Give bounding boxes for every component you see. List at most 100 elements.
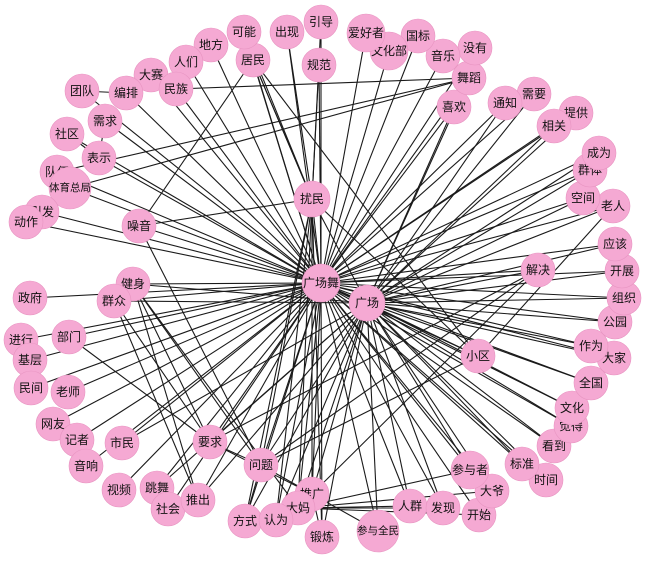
node-circle: [293, 180, 331, 218]
edge: [320, 197, 584, 284]
node-label: 喜欢: [442, 99, 466, 114]
node-label: 表示: [87, 151, 111, 165]
node-label: 引导: [309, 15, 333, 29]
edge: [318, 64, 322, 284]
node: 扰民: [293, 180, 331, 218]
edge: [138, 225, 322, 284]
edge: [286, 31, 313, 200]
node-label: 时间: [534, 473, 558, 487]
edge: [366, 302, 592, 347]
node: 广场舞: [301, 263, 341, 303]
edge: [113, 300, 199, 501]
node-circle: [520, 252, 556, 288]
node: 大赛: [133, 57, 169, 93]
node-label: 群众: [102, 294, 126, 308]
edge: [138, 198, 313, 227]
node: 群众: [96, 283, 132, 319]
node-label: 出现: [275, 25, 299, 39]
node-circle: [226, 14, 262, 50]
node: 要求: [192, 424, 228, 460]
node: 音乐: [425, 38, 461, 74]
edge: [68, 282, 322, 338]
node-label: 社区: [55, 126, 79, 141]
node-circle: [573, 365, 609, 401]
node-circle: [450, 450, 490, 490]
node: 市民: [104, 425, 140, 461]
edge: [320, 35, 419, 284]
node-label: 要求: [198, 435, 222, 449]
node-label: 视频: [107, 482, 131, 497]
edge: [320, 50, 390, 284]
node-label: 政府: [18, 290, 42, 305]
node: 需要: [516, 76, 552, 112]
node-circle: [108, 75, 144, 111]
node-label: 空间: [571, 191, 595, 205]
edge: [320, 282, 444, 509]
edge: [320, 282, 471, 471]
node-label: 基层: [18, 353, 42, 367]
edge: [125, 92, 322, 284]
node-layer: 广场舞广场扰民小区解决噪音要求问题推广大妈健身群众部门政府进行基层民间老师网友记…: [3, 4, 642, 555]
node: 开展: [604, 253, 640, 289]
edge: [260, 269, 539, 466]
node-circle: [101, 472, 137, 508]
edge: [132, 282, 322, 285]
edge: [175, 77, 470, 90]
edge: [366, 205, 614, 304]
node: 政府: [12, 280, 48, 316]
edge: [366, 93, 535, 304]
node-label: 记者: [65, 433, 89, 447]
node-label: 小区: [466, 349, 490, 363]
node: 编排: [108, 75, 144, 111]
edge: [244, 302, 368, 522]
node: 社区: [49, 116, 85, 152]
edge: [320, 125, 555, 284]
edge: [175, 88, 322, 284]
node-label: 推出: [186, 493, 210, 507]
node: 组织: [606, 280, 642, 316]
node: 引导: [303, 4, 339, 40]
node-circle: [68, 448, 104, 484]
node: 爱好者: [346, 13, 386, 53]
node: 锻炼: [304, 519, 340, 555]
node-label: 没有: [463, 40, 487, 55]
node-label: 地方: [199, 37, 223, 52]
node-circle: [8, 204, 44, 240]
node-label: 舞蹈: [457, 71, 481, 85]
node: 参与全民: [356, 509, 400, 553]
node-circle: [12, 280, 48, 316]
node-label: 人群: [398, 499, 422, 513]
node-label: 全国: [579, 375, 603, 390]
edge: [320, 205, 614, 284]
node-label: 认为: [264, 513, 288, 527]
node-circle: [13, 370, 49, 406]
edge: [311, 282, 322, 495]
node: 民间: [13, 370, 49, 406]
node-label: 参与全民: [357, 524, 399, 537]
node-label: 文化部: [371, 43, 407, 58]
node: 应该: [597, 226, 633, 262]
node-label: 相关: [542, 119, 566, 133]
node-circle: [460, 338, 496, 374]
node: 团队: [64, 73, 100, 109]
edge: [311, 198, 479, 357]
node-label: 锻炼: [310, 529, 334, 544]
node: 民族: [158, 71, 194, 107]
edge: [297, 282, 322, 509]
node-circle: [180, 482, 216, 518]
edge: [297, 302, 368, 509]
edge: [320, 269, 539, 284]
node-label: 大赛: [139, 67, 163, 82]
edge: [321, 302, 368, 538]
edge: [320, 32, 367, 284]
edge: [104, 120, 322, 284]
node-circle: [356, 509, 400, 553]
edge: [56, 77, 470, 173]
node-circle: [487, 85, 523, 121]
node: 需求: [87, 103, 123, 139]
node-label: 团队: [70, 83, 94, 98]
node-label: 爱好者: [348, 26, 384, 40]
node-circle: [193, 27, 229, 63]
node: 认为: [258, 502, 294, 538]
